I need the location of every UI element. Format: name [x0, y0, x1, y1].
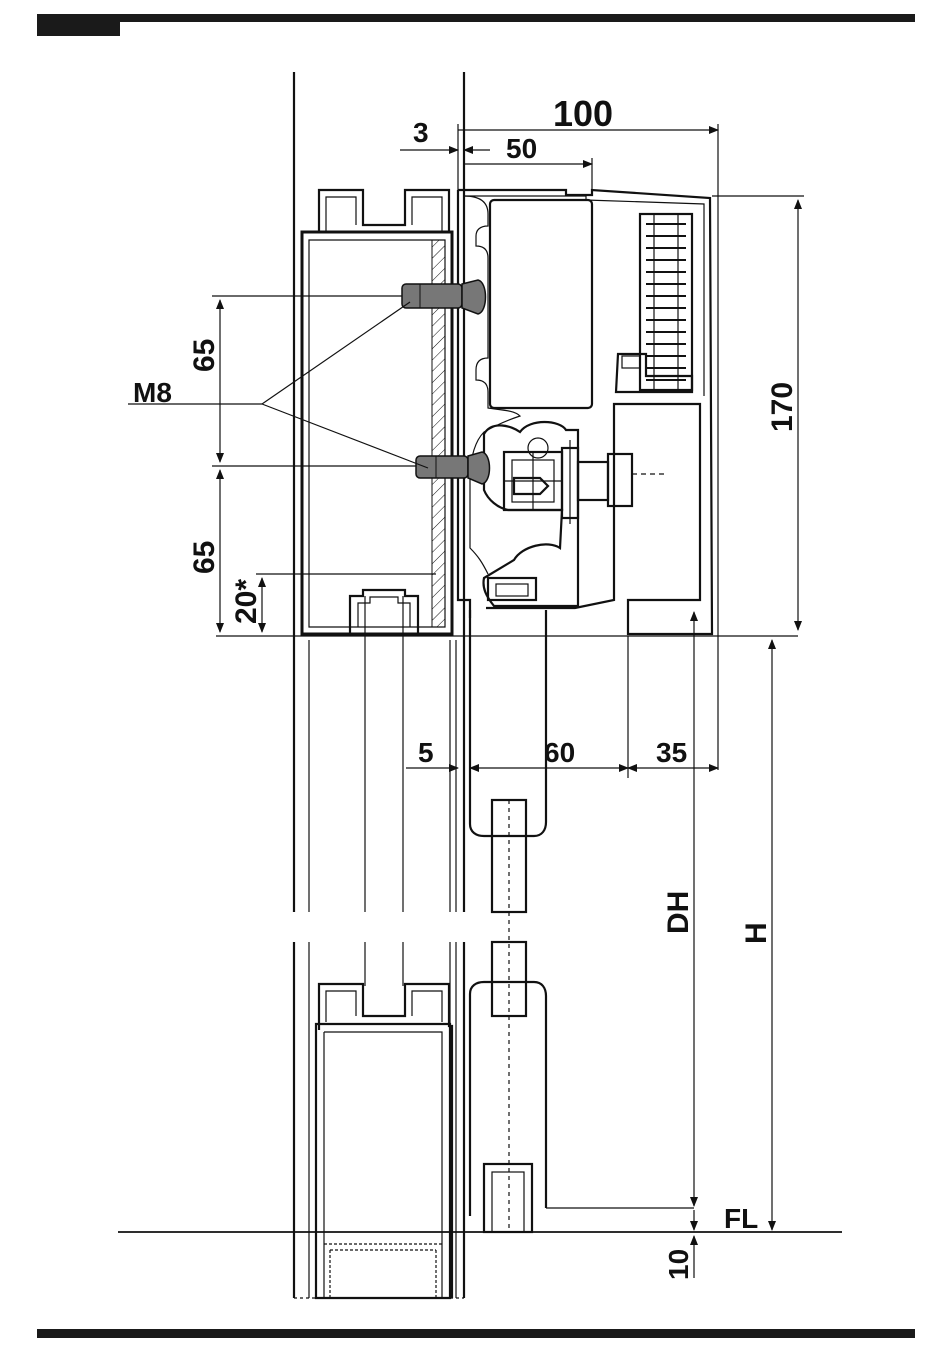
upper-door-rail-profile	[302, 190, 452, 634]
footer-bar	[37, 1329, 915, 1338]
m8-leader-lines	[128, 302, 428, 468]
toothed-belt-teeth	[646, 224, 686, 380]
dim-10-label: 10	[663, 1249, 694, 1280]
label-m8: M8	[133, 377, 172, 408]
dimension-3: 3	[400, 117, 490, 190]
dim-h-label: H	[740, 922, 773, 944]
lower-door-rail-profile	[316, 984, 452, 1298]
floor-guide	[470, 610, 694, 1232]
dimension-dh: DH	[662, 612, 695, 1206]
dimension-10: 10	[663, 1210, 694, 1280]
dim-35-label: 35	[656, 737, 687, 768]
dim-dh-label: DH	[662, 891, 695, 934]
dim-60-label: 60	[544, 737, 575, 768]
dim-65-upper-label: 65	[188, 339, 221, 372]
dim-50-label: 50	[506, 133, 537, 164]
dim-100-label: 100	[553, 93, 613, 134]
header-bar	[37, 14, 915, 36]
label-fl: FL	[724, 1203, 758, 1234]
dimension-170: 170	[712, 196, 804, 630]
dim-65-lower-label: 65	[188, 541, 221, 574]
dimension-5-60-35: 5 60 35	[406, 636, 718, 778]
dim-5-label: 5	[418, 737, 434, 768]
top-track-profile	[458, 190, 712, 634]
dim-3-label: 3	[413, 117, 429, 148]
dim-20-label: 20*	[230, 579, 263, 624]
dimension-h: H	[740, 640, 773, 1230]
dim-170-label: 170	[766, 382, 799, 432]
dimension-50: 50	[464, 133, 592, 192]
